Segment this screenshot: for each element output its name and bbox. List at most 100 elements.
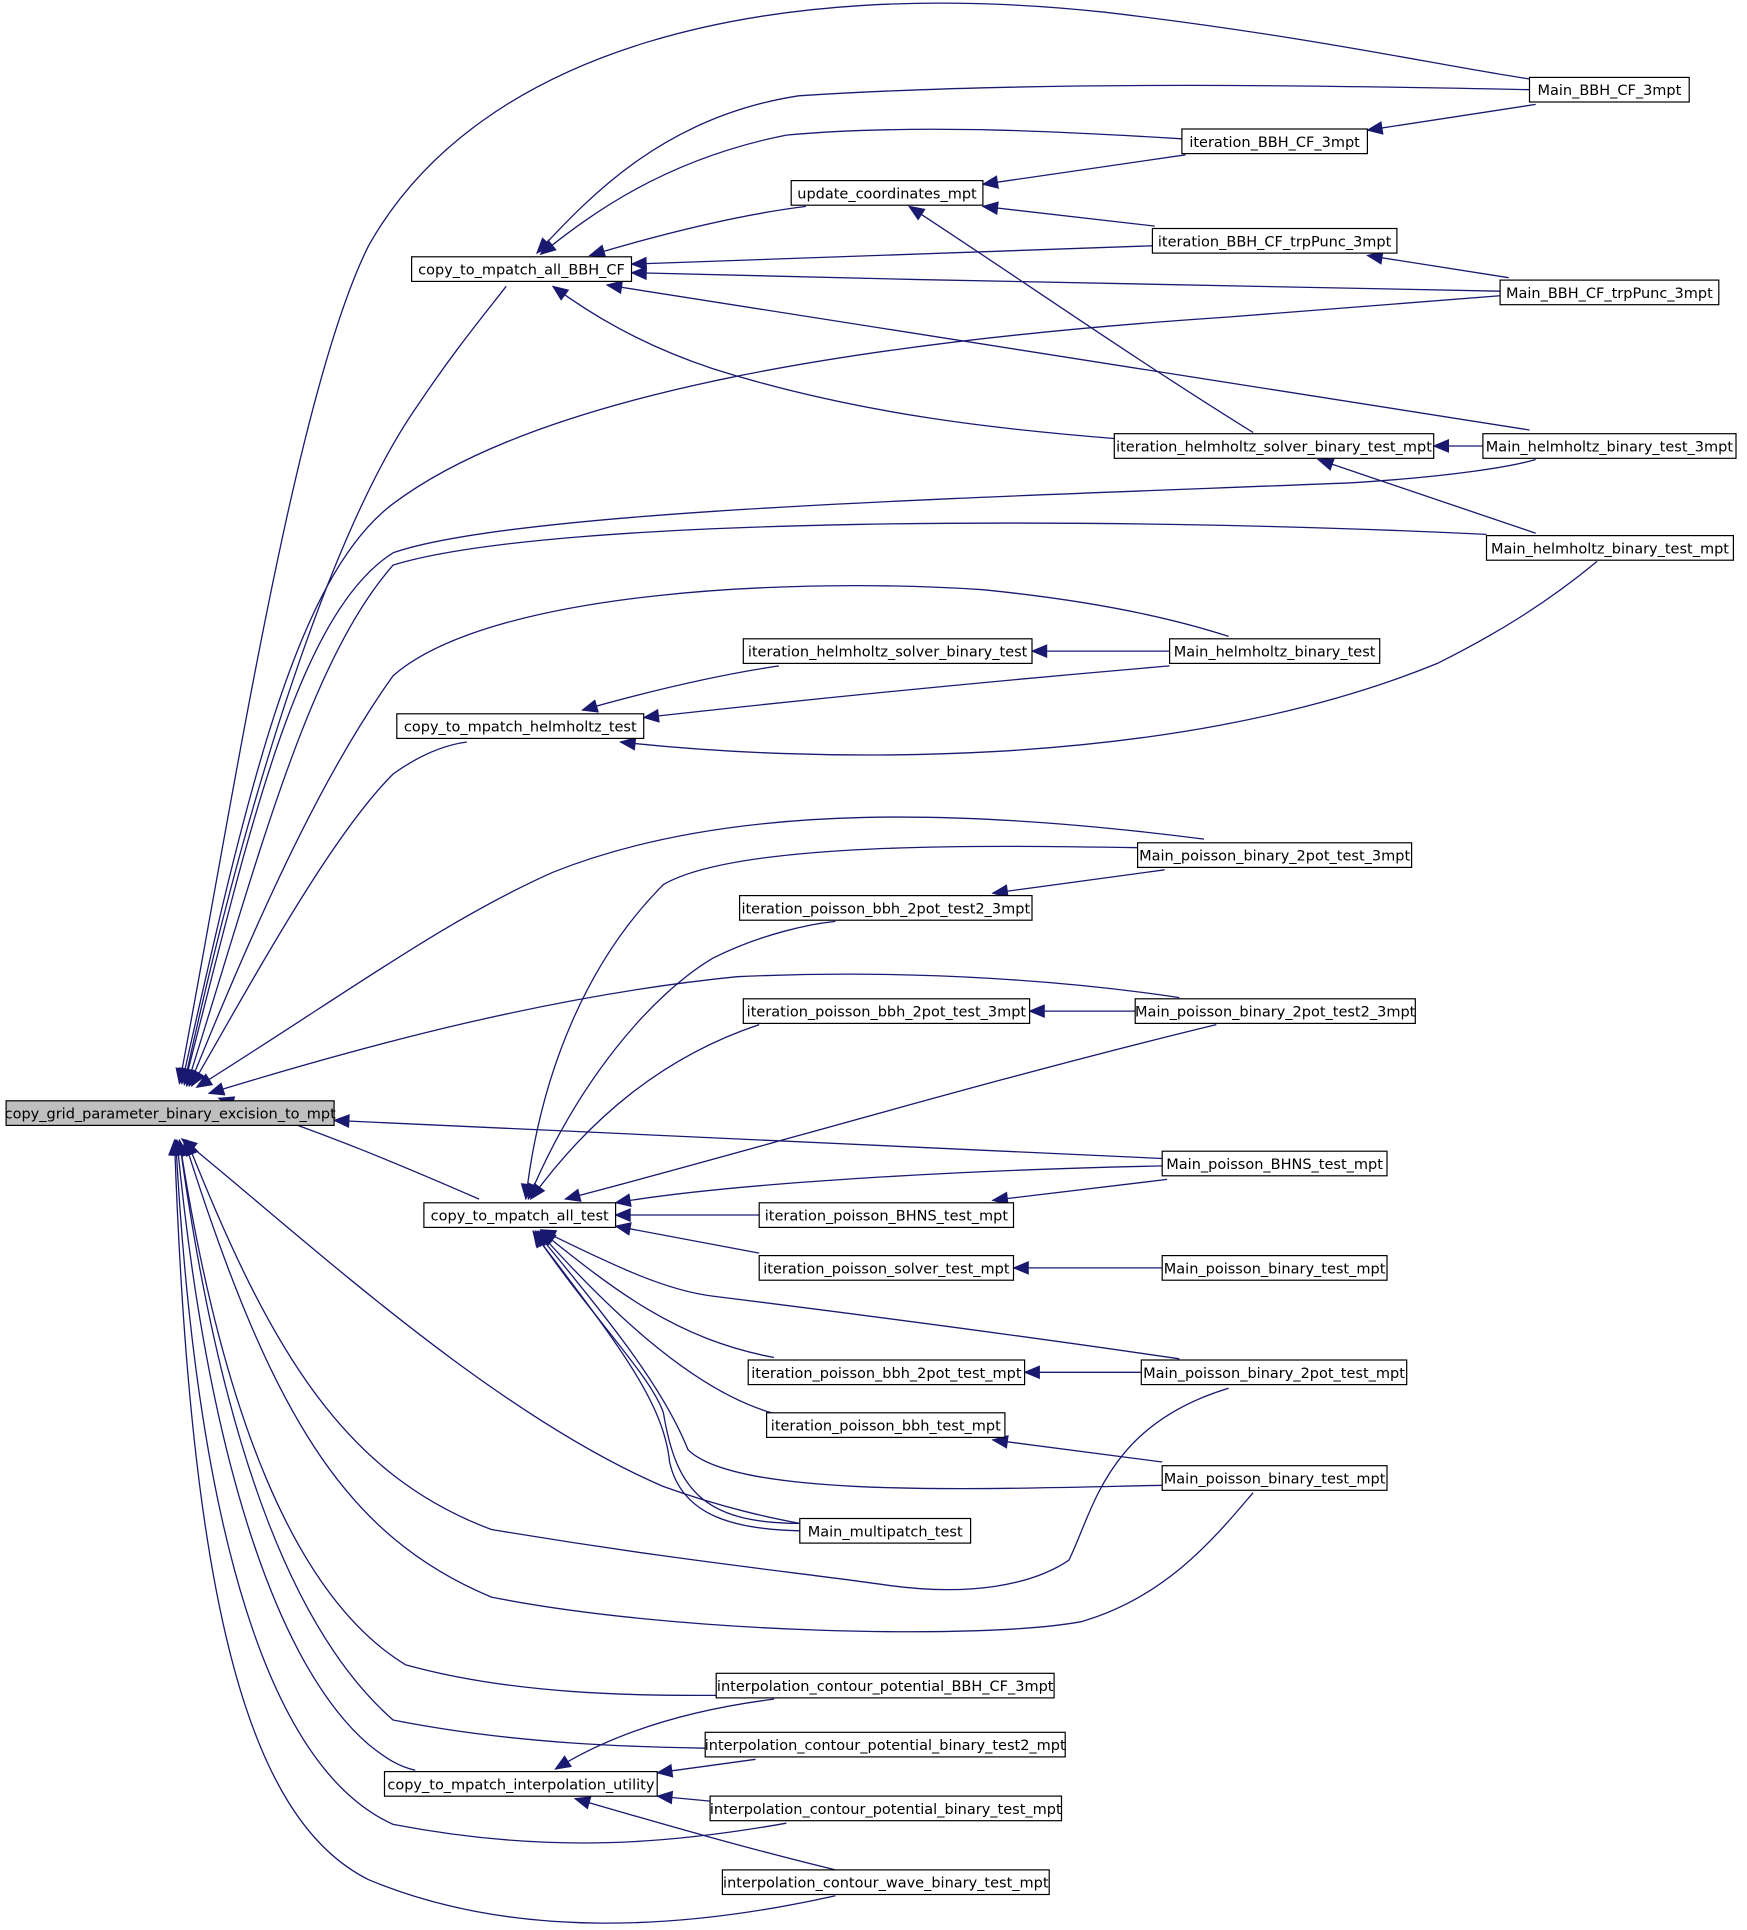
node-m_helm[interactable]: Main_helmholtz_binary_test [1168,638,1381,664]
edge-interp-ic_wave [574,1797,836,1871]
node-it_helmmpt[interactable]: iteration_helmholtz_solver_binary_test_m… [1113,433,1435,459]
node-box [1168,638,1381,664]
edge-arrowhead-it_psolv-m_pbin1 [1012,1260,1029,1275]
node-helm[interactable]: copy_to_mpatch_helmholtz_test [396,713,645,739]
edge-alltest-it_psolv [615,1225,760,1254]
edge-arrowhead-helm-it_helm [581,699,599,713]
node-m_pbin1[interactable]: Main_poisson_binary_test_mpt [1161,1254,1388,1281]
node-it_p22_3[interactable]: iteration_poisson_bbh_2pot_test2_3mpt [738,894,1033,921]
edge-alltest-m_bhns [615,1165,1163,1204]
edge-it_helmmpt-m_helmmpt [1317,458,1536,534]
edge-helm-it_helm [582,665,779,711]
node-box [1140,1359,1408,1386]
node-label: update_coordinates_mpt [797,186,977,202]
node-m_p2p3[interactable]: Main_poisson_binary_2pot_test_3mpt [1136,842,1413,868]
node-box [742,638,1033,664]
edge-alltest-it_p2_3 [530,1023,760,1200]
node-m_p22_3[interactable]: Main_poisson_binary_2pot_test2_3mpt [1134,998,1416,1024]
node-bbhcf[interactable]: copy_to_mpatch_all_BBH_CF [411,256,633,282]
node-it_helm[interactable]: iteration_helmholtz_solver_binary_test [742,638,1033,664]
edge-helm-m_helmmpt [620,560,1598,756]
edge-alltest-m_p2mpt [540,1229,1180,1360]
node-box [758,1202,1015,1229]
node-it_bhns[interactable]: iteration_poisson_BHNS_test_mpt [758,1202,1015,1229]
node-m_pbin2[interactable]: Main_poisson_binary_test_mpt [1161,1465,1388,1491]
node-label: Main_poisson_binary_test_mpt [1164,1261,1386,1277]
node-label: iteration_poisson_solver_test_mpt [763,1261,1010,1277]
node-label: Main_poisson_BHNS_test_mpt [1166,1157,1383,1173]
node-m_bbhtrp[interactable]: Main_BBH_CF_trpPunc_3mpt [1499,279,1720,306]
node-it_pbbh[interactable]: iteration_poisson_bbh_test_mpt [765,1412,1006,1439]
edge-arrowhead-interp-ic_b1 [656,1790,674,1805]
node-ic_b2[interactable]: interpolation_contour_potential_binary_t… [704,1731,1066,1758]
node-box [1151,227,1398,254]
edge-arrowhead-root-m_bhns [332,1114,350,1128]
node-label: Main_poisson_binary_2pot_test2_3mpt [1135,1005,1416,1021]
edges [168,2,1598,1924]
node-label: copy_to_mpatch_all_BBH_CF [418,263,625,279]
node-ic_wave[interactable]: interpolation_contour_wave_binary_test_m… [721,1869,1050,1896]
node-it_p2mpt[interactable]: iteration_poisson_bbh_2pot_test_mpt [747,1359,1026,1386]
edge-arrowhead-root-m_p22_3 [207,1082,226,1096]
node-interp[interactable]: copy_to_mpatch_interpolation_utility [383,1770,658,1797]
node-label: copy_to_mpatch_all_test [431,1209,609,1225]
node-m_helm3[interactable]: Main_helmholtz_binary_test_3mpt [1482,433,1737,459]
edge-arrowhead-alltest-m_bhns [614,1193,632,1207]
edge-alltest-it_pbbh [537,1230,772,1414]
nodes: copy_grid_parameter_binary_excision_to_m… [5,76,1737,1896]
node-label: Main_helmholtz_binary_test_3mpt [1486,440,1734,456]
edge-arrowhead-it_bbh3-m_bbh3 [1366,121,1384,135]
node-box [765,1412,1006,1439]
node-box [411,256,633,282]
node-root[interactable]: copy_grid_parameter_binary_excision_to_m… [5,1100,336,1127]
node-box [396,713,645,739]
edge-arrowhead-alltest-it_bhns [614,1208,631,1222]
node-m_multi[interactable]: Main_multipatch_test [799,1517,972,1544]
node-label: Main_poisson_binary_2pot_test_mpt [1143,1366,1405,1382]
edge-root-m_bbh3 [178,2,1536,1084]
edge-arrowhead-ucoord-it_helmmpt [908,205,926,221]
node-box [790,180,984,206]
node-m_p2mpt[interactable]: Main_poisson_binary_2pot_test_mpt [1140,1359,1408,1386]
node-it_p2_3[interactable]: iteration_poisson_bbh_2pot_test_3mpt [742,998,1031,1024]
edge-alltest-m_p22_3 [564,1023,1217,1200]
node-label: iteration_helmholtz_solver_binary_test [748,645,1028,661]
node-label: iteration_poisson_bbh_2pot_test_mpt [751,1366,1022,1382]
edge-arrowhead-bbhcf-it_bbh3 [539,239,557,256]
node-it_bbhtrp[interactable]: iteration_BBH_CF_trpPunc_3mpt [1151,227,1398,254]
edge-arrowhead-bbhcf-it_helmmpt [551,285,570,301]
node-label: copy_to_mpatch_helmholtz_test [404,720,637,736]
edge-arrowhead-ucoord-it_bbh3 [981,175,999,189]
node-box [715,1672,1055,1699]
node-it_psolv[interactable]: iteration_poisson_solver_test_mpt [758,1254,1015,1281]
node-m_bbh3[interactable]: Main_BBH_CF_3mpt [1528,76,1690,103]
node-box [742,998,1031,1024]
edge-it_p22_3-m_p2p3 [992,869,1165,894]
edge-root-m_p22_3 [208,973,1180,1095]
node-label: interpolation_contour_potential_binary_t… [705,1738,1066,1754]
node-ucoord[interactable]: update_coordinates_mpt [790,180,984,206]
edge-it_bbhtrp-m_bbhtrp [1367,254,1509,279]
node-label: Main_helmholtz_binary_test [1174,645,1376,661]
node-alltest[interactable]: copy_to_mpatch_all_test [423,1202,617,1229]
node-ic_bbh[interactable]: interpolation_contour_potential_BBH_CF_3… [715,1672,1055,1699]
node-ic_b1[interactable]: interpolation_contour_potential_binary_t… [709,1795,1063,1822]
edge-arrowhead-alltest-m_p22_3 [563,1188,582,1202]
node-box [1528,76,1690,103]
node-it_bbh3[interactable]: iteration_BBH_CF_3mpt [1181,128,1369,155]
node-m_helmmpt[interactable]: Main_helmholtz_binary_test_mpt [1485,534,1734,561]
edge-arrowhead-interp-ic_b2 [656,1763,674,1778]
node-box [1161,1150,1388,1177]
edge-alltest-it_p2mpt [540,1230,775,1359]
edge-arrowhead-alltest-it_psolv [614,1222,632,1236]
edge-root-m_helmmpt [186,522,1487,1087]
edge-arrowhead-root-ic_wave [168,1138,182,1156]
edge-bbhcf-it_bbh3 [540,128,1182,255]
edge-root-ic_b2 [178,1140,706,1749]
node-m_bhns[interactable]: Main_poisson_BHNS_test_mpt [1161,1150,1388,1177]
edge-root-m_bhns [334,1119,1163,1160]
edge-ucoord-it_helmmpt [908,205,1254,434]
edge-interp-ic_b2 [657,1758,756,1774]
node-label: iteration_BBH_CF_trpPunc_3mpt [1158,234,1392,250]
node-label: iteration_helmholtz_solver_binary_test_m… [1116,440,1432,456]
